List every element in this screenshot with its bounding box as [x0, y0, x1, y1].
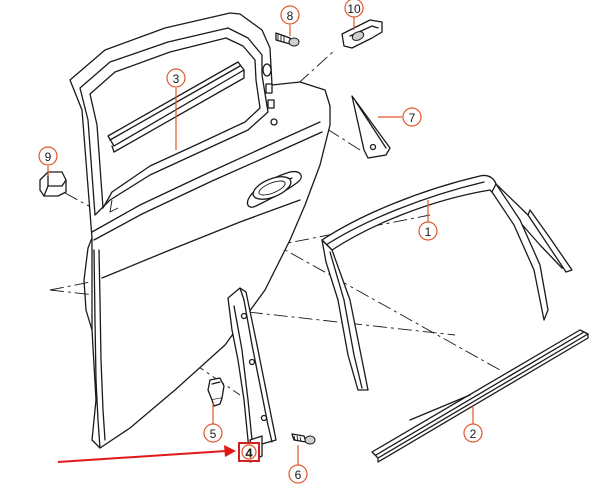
callout-1[interactable]: 1: [418, 221, 438, 241]
callout-9-label: 9: [45, 150, 52, 164]
callout-4-highlighted[interactable]: 4: [238, 442, 260, 462]
callout-3-label: 3: [173, 72, 180, 86]
callout-8[interactable]: 8: [280, 5, 300, 25]
callout-6[interactable]: 6: [288, 464, 308, 484]
part-6-screw: [291, 433, 316, 445]
part-1-window-seal: [321, 174, 573, 391]
callout-10-label: 10: [347, 2, 361, 16]
part-10-handle-cover: [341, 19, 383, 49]
pointer-arrow: [57, 445, 236, 463]
door-handle: [246, 170, 302, 208]
callout-4-label: 4: [245, 446, 253, 461]
part-7-triangle-trim: [351, 95, 391, 159]
part-5-clip: [207, 377, 225, 407]
callout-3[interactable]: 3: [166, 68, 186, 88]
callout-2[interactable]: 2: [463, 423, 483, 443]
rear-door: [69, 12, 331, 449]
part-8-bolt: [275, 32, 300, 47]
callout-6-label: 6: [295, 468, 302, 482]
callout-leaders: [47, 17, 474, 466]
callout-5[interactable]: 5: [203, 423, 223, 443]
callout-7-label: 7: [409, 111, 416, 125]
callout-10[interactable]: 10: [344, 0, 364, 18]
part-2-lower-strip: [371, 329, 589, 463]
part-9-bracket: [39, 171, 67, 197]
callout-5-label: 5: [210, 427, 217, 441]
callout-8-label: 8: [287, 9, 294, 23]
callout-7[interactable]: 7: [402, 107, 422, 127]
callout-1-label: 1: [425, 225, 432, 239]
callout-2-label: 2: [470, 427, 477, 441]
callout-9[interactable]: 9: [38, 146, 58, 166]
